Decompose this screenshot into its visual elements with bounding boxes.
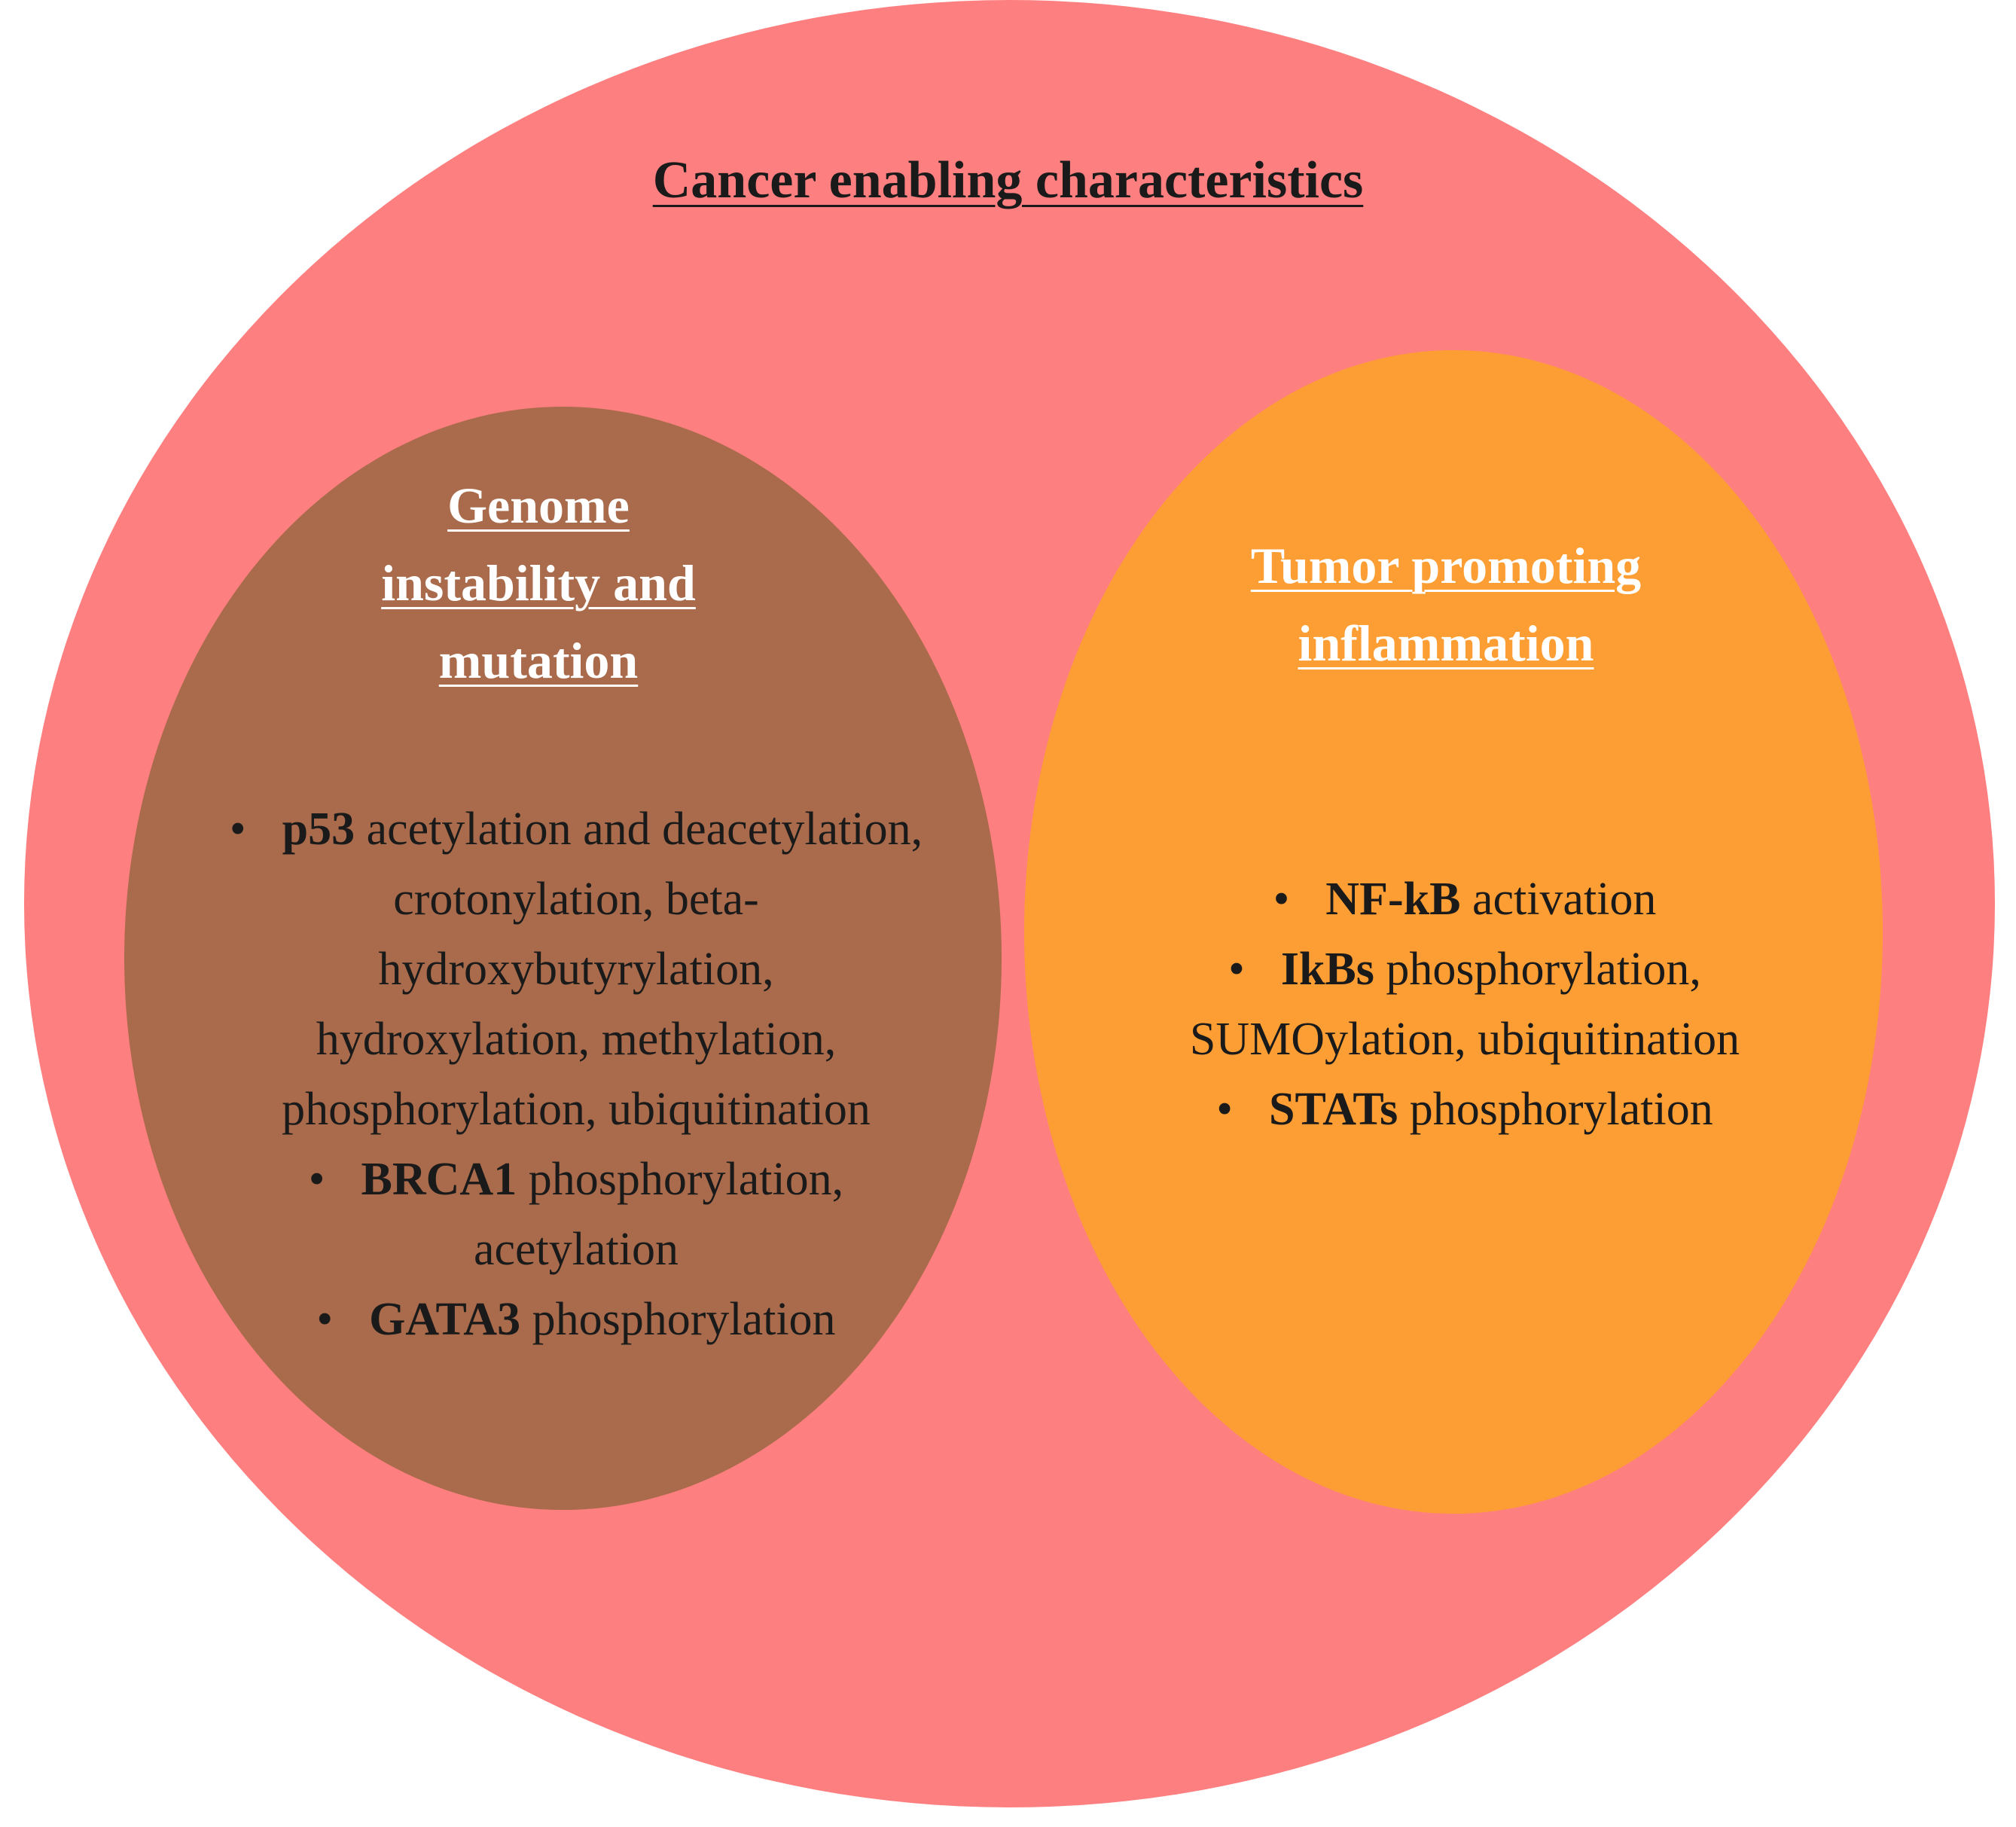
protein-name: STATs xyxy=(1269,1084,1398,1135)
list-item-p53: • p53 acetylation and deacetylation, xyxy=(113,795,1039,865)
list-item-stats: • STATs phosphorylation xyxy=(1032,1075,1898,1145)
protein-name: NF-kB xyxy=(1325,874,1461,925)
list-item-gata3: • GATA3 phosphorylation xyxy=(113,1285,1039,1355)
heading-line: inflammation xyxy=(1298,615,1594,672)
bullet-icon: • xyxy=(229,804,246,855)
modification-text: activation xyxy=(1460,874,1657,925)
protein-name: IkBs xyxy=(1280,944,1374,995)
modification-text: phosphorylation xyxy=(520,1294,836,1345)
list-item-ikbs: • IkBs phosphorylation, xyxy=(1032,935,1898,1005)
list-item-brca1: • BRCA1 phosphorylation, xyxy=(113,1145,1039,1215)
genome-instability-list: • p53 acetylation and deacetylation, crot… xyxy=(113,795,1039,1355)
list-item-continuation: hydroxybutyrylation, xyxy=(378,944,774,995)
list-item-continuation: crotonylation, beta- xyxy=(393,874,759,925)
bullet-icon: • xyxy=(316,1294,334,1345)
ellipse-genome-instability xyxy=(124,407,1002,1510)
heading-line: Genome xyxy=(447,477,630,534)
bullet-icon: • xyxy=(1228,944,1245,995)
list-item-continuation: phosphorylation, ubiquitination xyxy=(282,1084,871,1135)
modification-text: phosphorylation, xyxy=(1374,944,1701,995)
list-item-continuation: hydroxylation, methylation, xyxy=(316,1014,837,1065)
genome-instability-heading: Genome instability and mutation xyxy=(279,467,798,700)
ellipse-tumor-inflammation xyxy=(1024,350,1883,1514)
bullet-icon: • xyxy=(1273,874,1290,925)
list-item-nfkb: • NF-kB activation xyxy=(1032,865,1898,935)
modification-text: acetylation and deacetylation, xyxy=(355,804,923,855)
tumor-inflammation-heading: Tumor promoting inflammation xyxy=(1182,527,1709,682)
heading-line: mutation xyxy=(438,632,639,689)
tumor-inflammation-list: • NF-kB activation • IkBs phosphorylation,… xyxy=(1032,865,1898,1145)
protein-name: p53 xyxy=(282,804,355,855)
list-item-continuation: SUMOylation, ubiquitination xyxy=(1189,1014,1740,1065)
diagram-title: Cancer enabling characteristics xyxy=(652,151,1364,209)
list-item-continuation: acetylation xyxy=(474,1224,679,1275)
modification-text: phosphorylation xyxy=(1398,1084,1713,1135)
heading-line: Tumor promoting xyxy=(1250,537,1642,594)
protein-name: BRCA1 xyxy=(361,1154,517,1205)
heading-line: instability and xyxy=(381,554,696,612)
bullet-icon: • xyxy=(308,1154,325,1205)
protein-name: GATA3 xyxy=(369,1294,521,1345)
bullet-icon: • xyxy=(1216,1084,1234,1135)
modification-text: phosphorylation, xyxy=(517,1154,844,1205)
